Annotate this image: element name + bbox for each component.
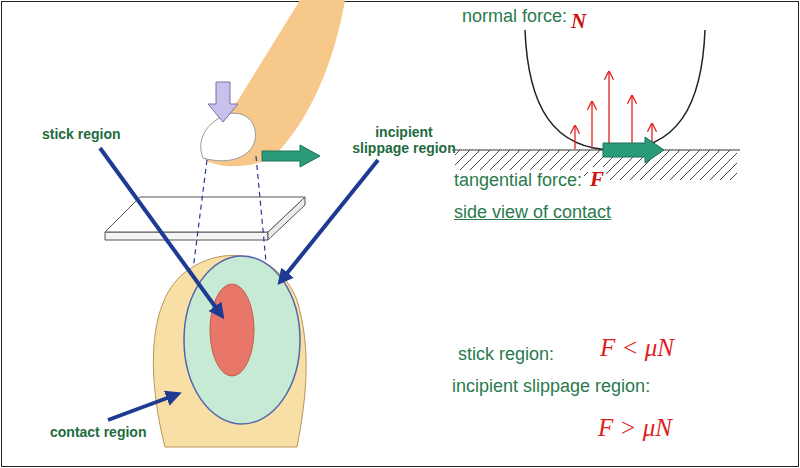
projection-line xyxy=(256,156,266,262)
force-label: tangential force: xyxy=(452,170,584,191)
region-label: stick region xyxy=(42,126,121,142)
region-label: incipient slippage region xyxy=(352,124,456,156)
finger xyxy=(201,0,345,166)
tangential-arrow xyxy=(603,137,664,163)
ground-line xyxy=(452,149,740,150)
pressure-arrows xyxy=(575,72,652,149)
finger-profile xyxy=(525,30,705,150)
force-symbol: F xyxy=(588,167,606,191)
glass-plate xyxy=(105,197,305,240)
view-caption: side view of contact xyxy=(454,202,611,223)
leader-arrow xyxy=(280,160,378,282)
press-arrow xyxy=(208,82,238,122)
region-label: contact region xyxy=(50,424,146,440)
slide-arrow xyxy=(262,145,320,167)
fingertip-outline xyxy=(153,255,306,447)
condition-label: stick region: xyxy=(458,344,554,365)
force-label: normal force: xyxy=(462,6,567,27)
leader-arrow xyxy=(100,148,222,316)
condition-label: incipient slippage region: xyxy=(452,376,650,397)
leader-arrow xyxy=(108,394,178,420)
stick-region xyxy=(210,284,254,376)
condition-formula: F < μN xyxy=(600,334,674,363)
condition-formula: F > μN xyxy=(598,414,672,443)
force-symbol: N xyxy=(571,9,586,33)
